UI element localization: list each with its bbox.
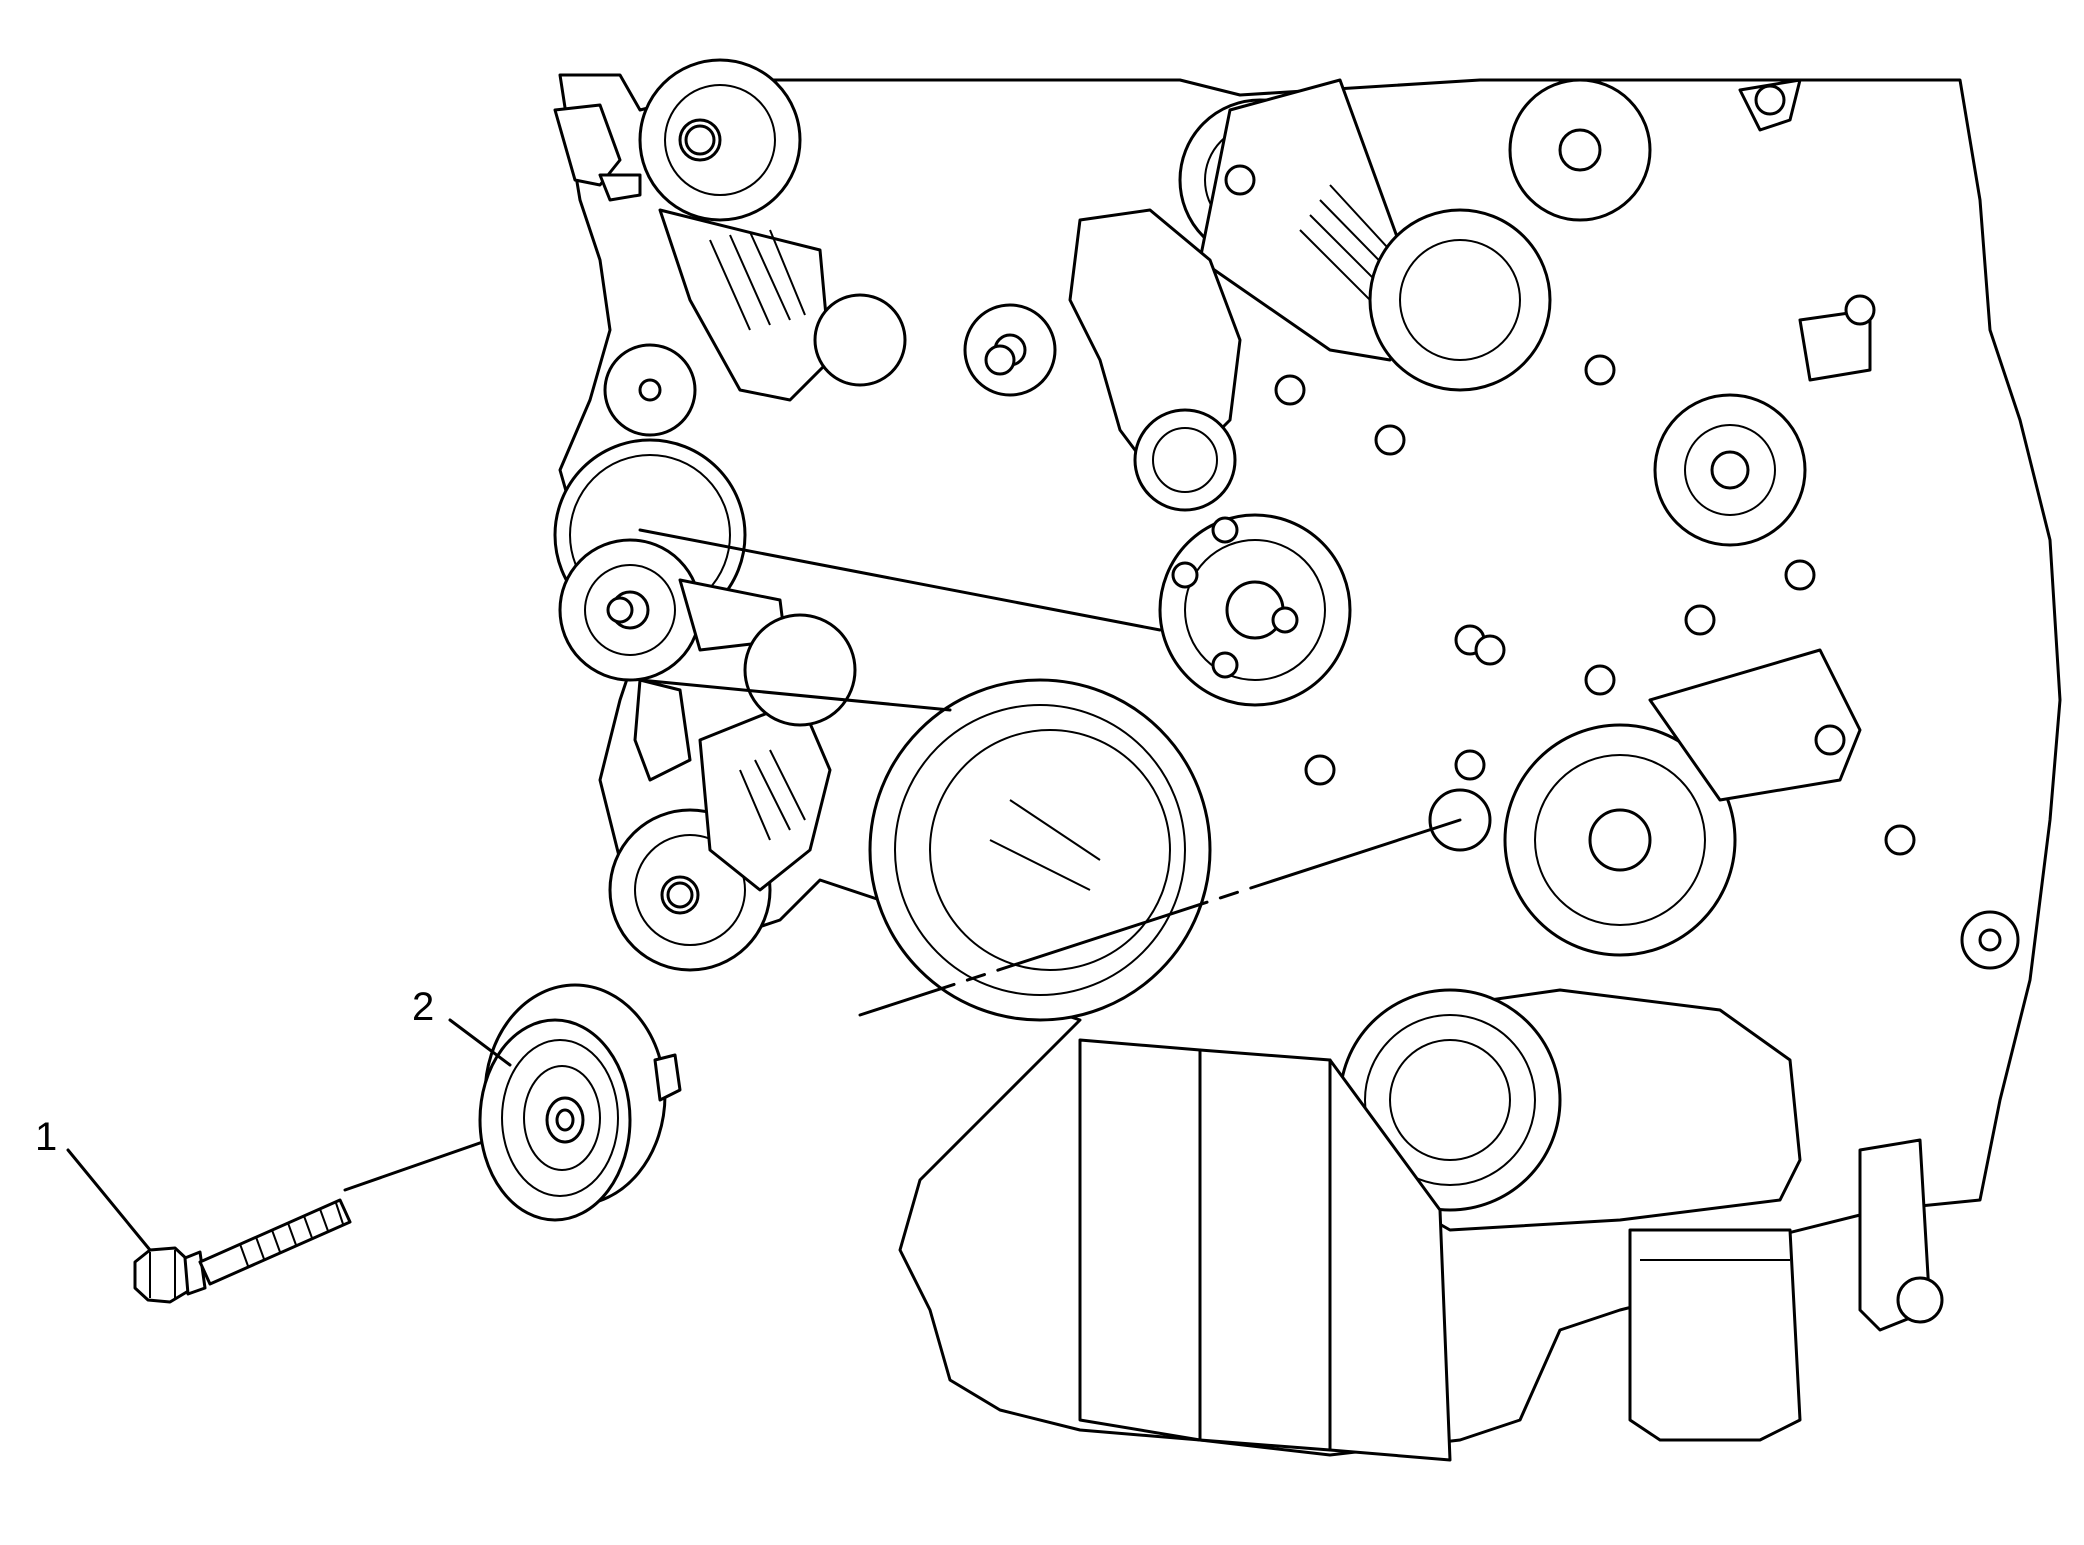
engine-bolts bbox=[606, 84, 1916, 909]
crankshaft-balancer bbox=[868, 678, 1212, 1022]
oil-filter bbox=[1628, 1228, 1802, 1442]
callout-1: 1 bbox=[35, 1115, 152, 1252]
upper-left-bracket bbox=[658, 208, 832, 402]
oil-pan bbox=[1078, 1038, 1202, 1442]
callout-2-label: 2 bbox=[412, 985, 434, 1029]
engine-front-illustration bbox=[553, 58, 2062, 1462]
bolt bbox=[133, 1198, 352, 1304]
sensor-top-left bbox=[553, 103, 622, 187]
callout-2: 2 bbox=[412, 985, 512, 1067]
idler-pulley bbox=[478, 983, 682, 1222]
callout-1-label: 1 bbox=[35, 1115, 57, 1159]
drive-belt bbox=[638, 528, 1162, 712]
